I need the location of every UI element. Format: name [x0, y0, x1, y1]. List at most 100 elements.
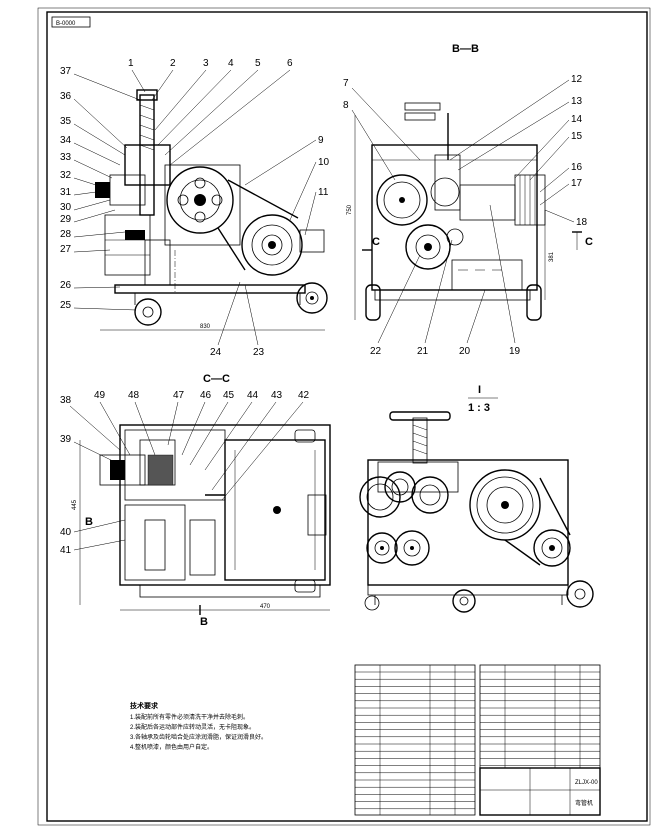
label-18: 18: [576, 217, 588, 228]
gearbox-casing: [164, 164, 241, 246]
drive-pulley: [241, 214, 303, 276]
label-40: 40: [60, 527, 72, 538]
label-49: 49: [94, 390, 106, 401]
bb-section-c-left: C: [372, 236, 380, 248]
parts-list-table: [354, 664, 601, 816]
detail-gear-1: [366, 532, 398, 564]
label-43: 43: [271, 390, 283, 401]
detail-wheel-left: [364, 595, 380, 611]
label-26: 26: [60, 280, 72, 291]
label-39: 39: [60, 434, 72, 445]
bb-view-title: B—B: [452, 43, 479, 55]
inner-border: [46, 11, 648, 822]
technical-notes: 技术要求 1.装配前所有零件必须清洗干净并去除毛刺。 2.装配后各运动部件应转动…: [130, 701, 267, 751]
label-28: 28: [60, 229, 72, 240]
label-20: 20: [459, 346, 471, 357]
label-14: 14: [571, 114, 583, 125]
label-4: 4: [228, 58, 234, 69]
bb-view-labels: 7 8 12 13 14 15 16 17 18 22 21 20 19: [343, 74, 588, 357]
notes-line-2: 2.装配后各运动部件应转动灵活，无卡阻现象。: [130, 723, 255, 731]
bb-dim-right: 381: [549, 251, 555, 262]
label-1: 1: [128, 58, 134, 69]
detail-wheel-mid: [452, 589, 476, 613]
outer-border: [37, 7, 651, 826]
motor-end: [299, 229, 325, 253]
label-8: 8: [343, 100, 349, 111]
label-30: 30: [60, 202, 72, 213]
label-25: 25: [60, 300, 72, 311]
label-9: 9: [318, 135, 324, 146]
cc-lower-housing: [124, 504, 186, 581]
label-13: 13: [571, 96, 583, 107]
right-wheel: [296, 282, 328, 314]
cc-view-labels: 38 49 48 47 46 45 44 43 42 39 40 41: [60, 390, 310, 556]
label-19: 19: [509, 346, 521, 357]
bb-right-wheel: [526, 284, 542, 321]
bb-upper-roller: [376, 174, 428, 226]
left-wheel: [134, 298, 162, 326]
detail-view: I 1 : 3: [359, 384, 594, 613]
notes-line-3: 3.各轴承及齿轮啮合处应涂润滑脂，保证润滑良好。: [130, 733, 267, 741]
label-7: 7: [343, 78, 349, 89]
lead-screw-housing: [139, 94, 155, 216]
label-33: 33: [60, 152, 72, 163]
label-10: 10: [318, 157, 330, 168]
bb-view: B—B C C: [347, 43, 593, 321]
label-6: 6: [287, 58, 293, 69]
gear-wheel: [166, 166, 234, 234]
v-belt-top: [227, 179, 299, 219]
label-47: 47: [173, 390, 185, 401]
title-block: ZLJX-00 弯管机: [479, 767, 601, 816]
label-16: 16: [571, 162, 583, 173]
label-42: 42: [298, 390, 310, 401]
detail-wheel-right: [566, 580, 594, 608]
cc-dim-width: 470: [260, 604, 271, 610]
label-15: 15: [571, 131, 583, 142]
cc-base: [139, 584, 321, 598]
main-view-labels: 37 36 35 34 33 32 31 30 29 28 27 26 25 1…: [60, 58, 330, 358]
cc-view-title: C—C: [203, 373, 230, 385]
cc-view: C—C B B 445 470: [72, 373, 331, 628]
label-2: 2: [170, 58, 176, 69]
bolt-head: [95, 182, 110, 198]
main-view: 830: [95, 89, 328, 331]
bb-left-wheel: [365, 284, 381, 321]
bb-handle: [404, 102, 441, 111]
base-frame: [114, 284, 306, 294]
label-44: 44: [247, 390, 259, 401]
detail-belt: [539, 477, 571, 536]
label-17: 17: [571, 178, 583, 189]
slide-block: [124, 144, 171, 186]
bb-section-c-right: C: [585, 236, 593, 248]
label-23: 23: [253, 347, 265, 358]
corner-tag: B-0000: [56, 21, 76, 27]
label-3: 3: [203, 58, 209, 69]
title-part-name: 弯管机: [575, 799, 593, 807]
label-21: 21: [417, 346, 429, 357]
bb-oil-tank: [451, 259, 523, 291]
detail-handle: [389, 411, 451, 421]
label-46: 46: [200, 390, 212, 401]
label-34: 34: [60, 135, 72, 146]
label-37: 37: [60, 66, 72, 77]
dim-main-width: 830: [200, 324, 211, 330]
lower-housing: [104, 214, 151, 276]
label-22: 22: [370, 346, 382, 357]
detail-small-pulley: [533, 529, 571, 567]
label-38: 38: [60, 395, 72, 406]
label-48: 48: [128, 390, 140, 401]
label-27: 27: [60, 244, 72, 255]
detail-scale: 1 : 3: [468, 402, 490, 414]
notes-line-1: 1.装配前所有零件必须清洗干净并去除毛刺。: [130, 713, 249, 721]
screw-cap: [136, 89, 158, 101]
cc-motor: [224, 439, 326, 581]
bb-dim-height: 750: [347, 204, 353, 215]
v-belt-bottom: [217, 227, 246, 271]
label-35: 35: [60, 116, 72, 127]
cc-dim-height: 445: [72, 499, 78, 510]
label-11: 11: [318, 187, 329, 198]
detail-upper-roller: [384, 471, 416, 503]
notes-title: 技术要求: [130, 701, 159, 710]
label-5: 5: [255, 58, 261, 69]
